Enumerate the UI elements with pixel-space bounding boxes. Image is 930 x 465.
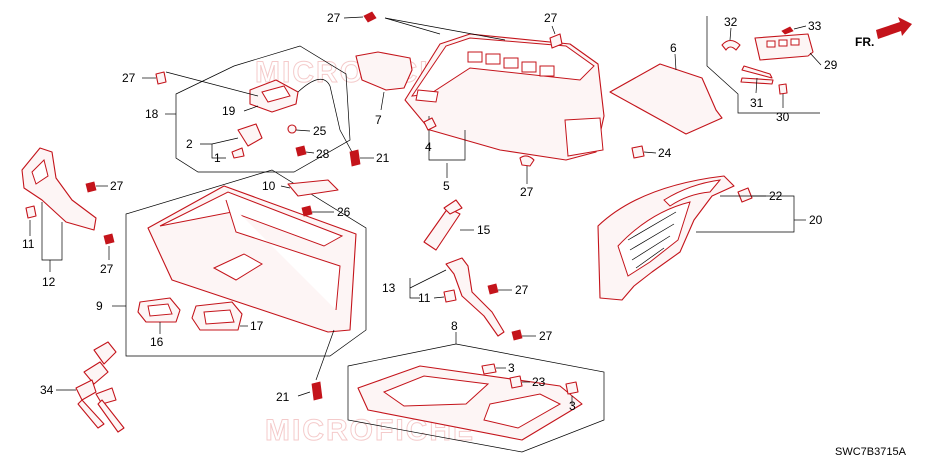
callout-10: 10 xyxy=(262,179,276,193)
callout-24: 24 xyxy=(658,146,672,160)
part-21-bolt-lower xyxy=(311,381,323,401)
callout-27-lower: 27 xyxy=(520,185,534,199)
callout-27-top: 27 xyxy=(327,11,341,25)
callout-34: 34 xyxy=(40,383,54,397)
callout-33: 33 xyxy=(808,19,822,33)
part-27-screw-stay-upper xyxy=(487,283,499,295)
callout-27-stay-lower: 27 xyxy=(539,329,553,343)
part-27-clip-top-right xyxy=(549,33,563,49)
callout-6: 6 xyxy=(670,41,677,55)
part-26-screw xyxy=(301,205,313,217)
callout-27-upper: 27 xyxy=(544,11,558,25)
callout-27-bracket: 27 xyxy=(122,71,136,85)
part-3-clip-upper xyxy=(481,363,497,375)
part-16-latch-left xyxy=(137,297,181,323)
callout-7: 7 xyxy=(375,113,382,127)
group-18-bracket xyxy=(175,45,351,173)
callout-3-lower: 3 xyxy=(569,399,576,413)
part-25-grommet xyxy=(287,124,297,134)
part-21-bolt-upper xyxy=(349,149,361,167)
part-13-stay xyxy=(445,257,505,337)
part-28-screw xyxy=(295,145,307,157)
callout-28: 28 xyxy=(316,147,330,161)
part-27-screw-side-upper xyxy=(85,181,97,193)
callout-19: 19 xyxy=(222,104,236,118)
part-19-lock-actuator xyxy=(249,78,353,153)
callout-4: 4 xyxy=(425,140,432,154)
part-27-screw-top xyxy=(363,11,377,23)
callout-16: 16 xyxy=(150,335,164,349)
part-6-glove-box-lid xyxy=(609,63,723,135)
callout-27-side-lower: 27 xyxy=(100,262,114,276)
part-glove-box-door xyxy=(147,185,357,333)
part-24-clip xyxy=(631,145,645,159)
front-direction-arrow xyxy=(876,17,912,39)
callout-18: 18 xyxy=(145,107,159,121)
group-9-bracket xyxy=(125,169,367,357)
part-11-clip-left xyxy=(25,205,37,219)
part-27-screw-lower xyxy=(519,155,535,167)
part-27-screw-stay-lower xyxy=(511,329,523,341)
callout-31: 31 xyxy=(750,96,764,110)
callout-12: 12 xyxy=(42,275,56,289)
part-8-lower-tray xyxy=(357,365,583,441)
callout-21-upper: 21 xyxy=(376,151,390,165)
part-11-clip-center xyxy=(443,289,457,303)
callout-27-stay-upper: 27 xyxy=(515,283,529,297)
part-20-vent-garnish xyxy=(597,175,735,301)
group-29-33 xyxy=(706,16,820,114)
callout-1: 1 xyxy=(214,151,221,165)
part-4-clip xyxy=(423,117,437,131)
part-12-side-bracket xyxy=(21,147,97,231)
part-7-damper-cover xyxy=(355,51,413,91)
callout-17: 17 xyxy=(250,319,264,333)
callout-20: 20 xyxy=(809,213,823,227)
callout-27-side-upper: 27 xyxy=(110,179,124,193)
part-5-glove-box-housing xyxy=(404,33,605,161)
part-15-damper xyxy=(423,199,463,251)
part-23-clip xyxy=(509,375,523,389)
part-17-latch-right xyxy=(191,301,243,331)
callout-3-upper: 3 xyxy=(508,361,515,375)
callout-15: 15 xyxy=(477,223,491,237)
callout-13: 13 xyxy=(382,281,396,295)
callout-23: 23 xyxy=(532,375,546,389)
callout-2: 2 xyxy=(186,137,193,151)
part-2-switch xyxy=(237,123,263,147)
part-1-pin xyxy=(231,147,245,159)
callout-26: 26 xyxy=(337,205,351,219)
front-direction-label: FR. xyxy=(855,35,874,49)
diagram-code: SWC7B3715A xyxy=(835,446,907,458)
callout-25: 25 xyxy=(313,124,327,138)
callout-21-lower: 21 xyxy=(276,390,290,404)
callout-11-left: 11 xyxy=(22,237,35,251)
part-27-screw-bracket xyxy=(155,71,167,85)
callout-11-center: 11 xyxy=(418,291,431,305)
part-34-key-cylinder xyxy=(75,341,125,433)
callout-9: 9 xyxy=(96,299,103,313)
part-27-screw-side-lower xyxy=(103,233,115,245)
callout-30: 30 xyxy=(776,110,790,124)
callout-5: 5 xyxy=(443,179,450,193)
callout-29: 29 xyxy=(824,58,838,72)
callout-32: 32 xyxy=(724,15,738,29)
callout-8: 8 xyxy=(451,319,458,333)
part-22-clip xyxy=(737,187,753,203)
part-3-clip-lower xyxy=(565,381,579,395)
part-10-handle xyxy=(287,179,339,197)
